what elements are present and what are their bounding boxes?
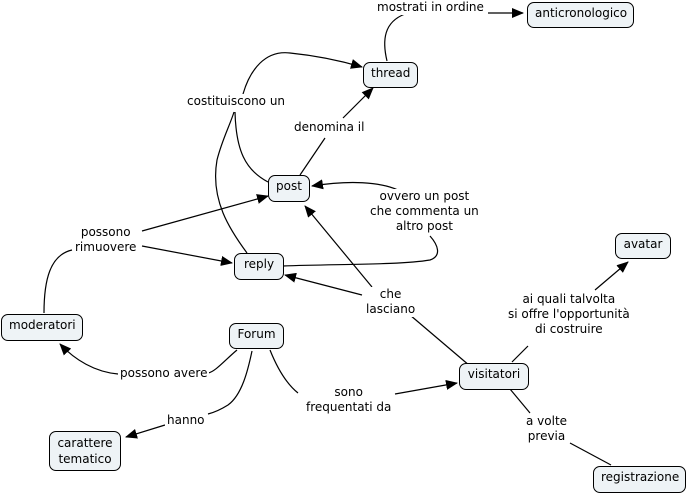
link-visitatori-avolte bbox=[509, 388, 531, 414]
link-text: a volte bbox=[526, 414, 568, 428]
link-possono-post bbox=[141, 194, 269, 232]
concept-anticronologico[interactable]: anticronologico bbox=[527, 2, 634, 28]
link-hanno-carattere bbox=[125, 424, 166, 439]
link-visitatori-aiquali bbox=[511, 345, 529, 363]
link-label-sono-frequentati: sono frequentati da bbox=[304, 385, 394, 415]
link-text: possono bbox=[80, 225, 131, 239]
link-reply-ovvero bbox=[282, 235, 439, 267]
link-forum-sono bbox=[269, 349, 299, 394]
link-label-ai-quali: ai quali talvolta si offre l'opportunità… bbox=[506, 292, 632, 337]
link-text: rimuovere bbox=[75, 240, 137, 254]
link-denomina-thread bbox=[342, 87, 374, 119]
link-ovvero-post bbox=[311, 179, 399, 191]
concept-reply[interactable]: reply bbox=[234, 253, 284, 280]
link-forum-hanno bbox=[207, 350, 253, 415]
link-forum-possono-avere bbox=[207, 349, 238, 374]
concept-carattere-tematico[interactable]: carattere tematico bbox=[49, 431, 121, 471]
link-moderatori-possono bbox=[43, 249, 73, 314]
concept-thread[interactable]: thread bbox=[363, 62, 418, 88]
link-visitatori-che bbox=[409, 314, 471, 367]
link-label-che-lasciano: che lasciano bbox=[364, 287, 418, 317]
concept-label-line: tematico bbox=[58, 452, 112, 466]
link-text: si offre l'opportunità bbox=[508, 307, 630, 321]
link-che-reply bbox=[284, 272, 363, 296]
link-reply-costituiscono bbox=[215, 111, 248, 254]
link-text: ai quali talvolta bbox=[522, 292, 616, 306]
link-post-denomina bbox=[299, 137, 326, 176]
concept-label: moderatori bbox=[9, 318, 76, 332]
link-label-mostrati: mostrati in ordine bbox=[375, 0, 486, 15]
link-label-denomina: denomina il bbox=[292, 120, 367, 135]
link-label-ovvero: ovvero un post che commenta un altro pos… bbox=[368, 189, 481, 234]
concept-avatar[interactable]: avatar bbox=[615, 233, 671, 259]
link-text: mostrati in ordine bbox=[377, 0, 484, 14]
link-text: di costruire bbox=[535, 322, 603, 336]
link-label-possono-avere: possono avere bbox=[118, 366, 210, 381]
link-che-post bbox=[304, 205, 373, 288]
link-label-hanno: hanno bbox=[165, 413, 207, 428]
concept-label: reply bbox=[243, 257, 275, 271]
concept-label-line: carattere bbox=[57, 436, 113, 450]
concept-label: Forum bbox=[237, 327, 276, 341]
concept-label: thread bbox=[371, 66, 411, 80]
link-text: frequentati da bbox=[306, 400, 392, 414]
link-text: denomina il bbox=[294, 120, 365, 134]
link-text: che bbox=[379, 287, 402, 301]
link-text: possono avere bbox=[120, 366, 208, 380]
concept-label: avatar bbox=[623, 237, 663, 251]
concept-label: visitatori bbox=[467, 367, 521, 381]
concept-moderatori[interactable]: moderatori bbox=[1, 314, 83, 341]
concept-label: post bbox=[276, 179, 302, 193]
link-sono-visitatori bbox=[394, 379, 458, 395]
link-text: ovvero un post bbox=[379, 189, 470, 203]
link-text: sono bbox=[334, 385, 363, 399]
link-text: lasciano bbox=[366, 302, 416, 316]
link-costituiscono-thread bbox=[242, 52, 363, 95]
link-post-costituiscono bbox=[234, 111, 269, 183]
link-thread-mostrati bbox=[384, 13, 406, 62]
link-text: costituiscono un bbox=[187, 94, 286, 108]
link-label-a-volte: a volte previa bbox=[524, 414, 570, 444]
link-possono-reply bbox=[141, 245, 233, 266]
link-label-costituiscono: costituiscono un bbox=[185, 94, 288, 109]
concept-label: anticronologico bbox=[535, 6, 628, 20]
concept-forum[interactable]: Forum bbox=[229, 323, 284, 349]
link-aiquali-avatar bbox=[594, 261, 629, 291]
link-text: altro post bbox=[395, 219, 453, 233]
concept-registrazione[interactable]: registrazione bbox=[593, 466, 686, 493]
concept-label: registrazione bbox=[601, 470, 680, 484]
link-avolte-registrazione bbox=[569, 442, 612, 466]
link-possono-avere-moderatori bbox=[59, 343, 119, 375]
link-text: che commenta un bbox=[370, 204, 479, 218]
link-text: previa bbox=[527, 429, 566, 443]
concept-post[interactable]: post bbox=[268, 175, 310, 202]
link-text: hanno bbox=[167, 413, 205, 427]
concept-visitatori[interactable]: visitatori bbox=[459, 363, 529, 390]
link-label-possono-rimuovere: possono rimuovere bbox=[73, 225, 139, 255]
